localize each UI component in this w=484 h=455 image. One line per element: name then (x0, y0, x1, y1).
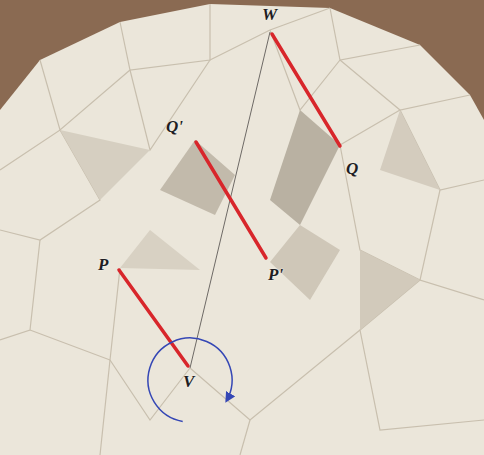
face-edges (0, 4, 484, 455)
polyhedron-body (0, 4, 484, 455)
point-label: Q' (166, 118, 183, 135)
point-label: P' (268, 266, 283, 283)
diagonal-line (190, 32, 270, 368)
point-label: P (98, 256, 108, 273)
point-label: V (183, 373, 194, 390)
point-label: W (262, 6, 277, 23)
rotation-arrow (148, 338, 232, 421)
point-label: Q (346, 160, 358, 177)
cavity-shadows (60, 110, 440, 330)
red-segments (119, 34, 340, 366)
